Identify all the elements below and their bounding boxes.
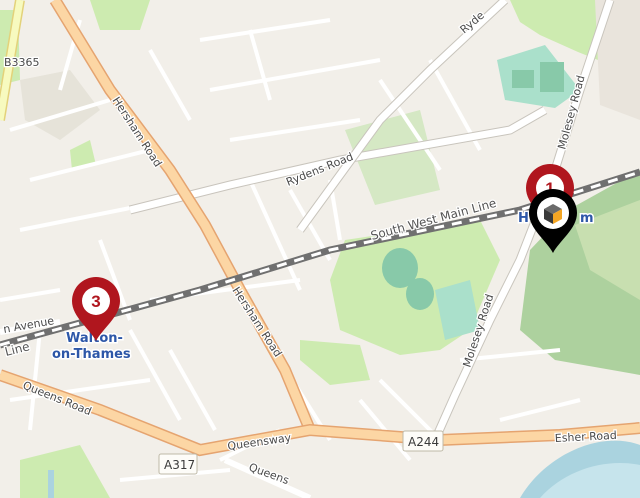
svg-text:A244: A244 (408, 435, 439, 449)
station-marker[interactable] (529, 189, 577, 253)
marker-3-label: 3 (91, 292, 100, 311)
label-hersham-suffix: m (580, 211, 594, 226)
place-labels: Walton- on-Thames H m (51, 210, 596, 364)
shield-a244: A244 (402, 430, 444, 452)
water (48, 440, 640, 498)
map-marker-3[interactable]: 3 (72, 277, 120, 341)
label-b3365: B3365 (4, 56, 40, 69)
marker-1-label: 1 (545, 179, 554, 198)
shield-a317: A317 (158, 453, 198, 475)
label-walton-line1: Walton- (66, 331, 123, 346)
label-esher-road: Esher Road (554, 429, 617, 445)
label-hersham-prefix: H (518, 211, 529, 226)
label-walton-line2: on-Thames (52, 347, 131, 362)
svg-text:A317: A317 (164, 458, 195, 472)
station-cube-icon (544, 204, 562, 224)
